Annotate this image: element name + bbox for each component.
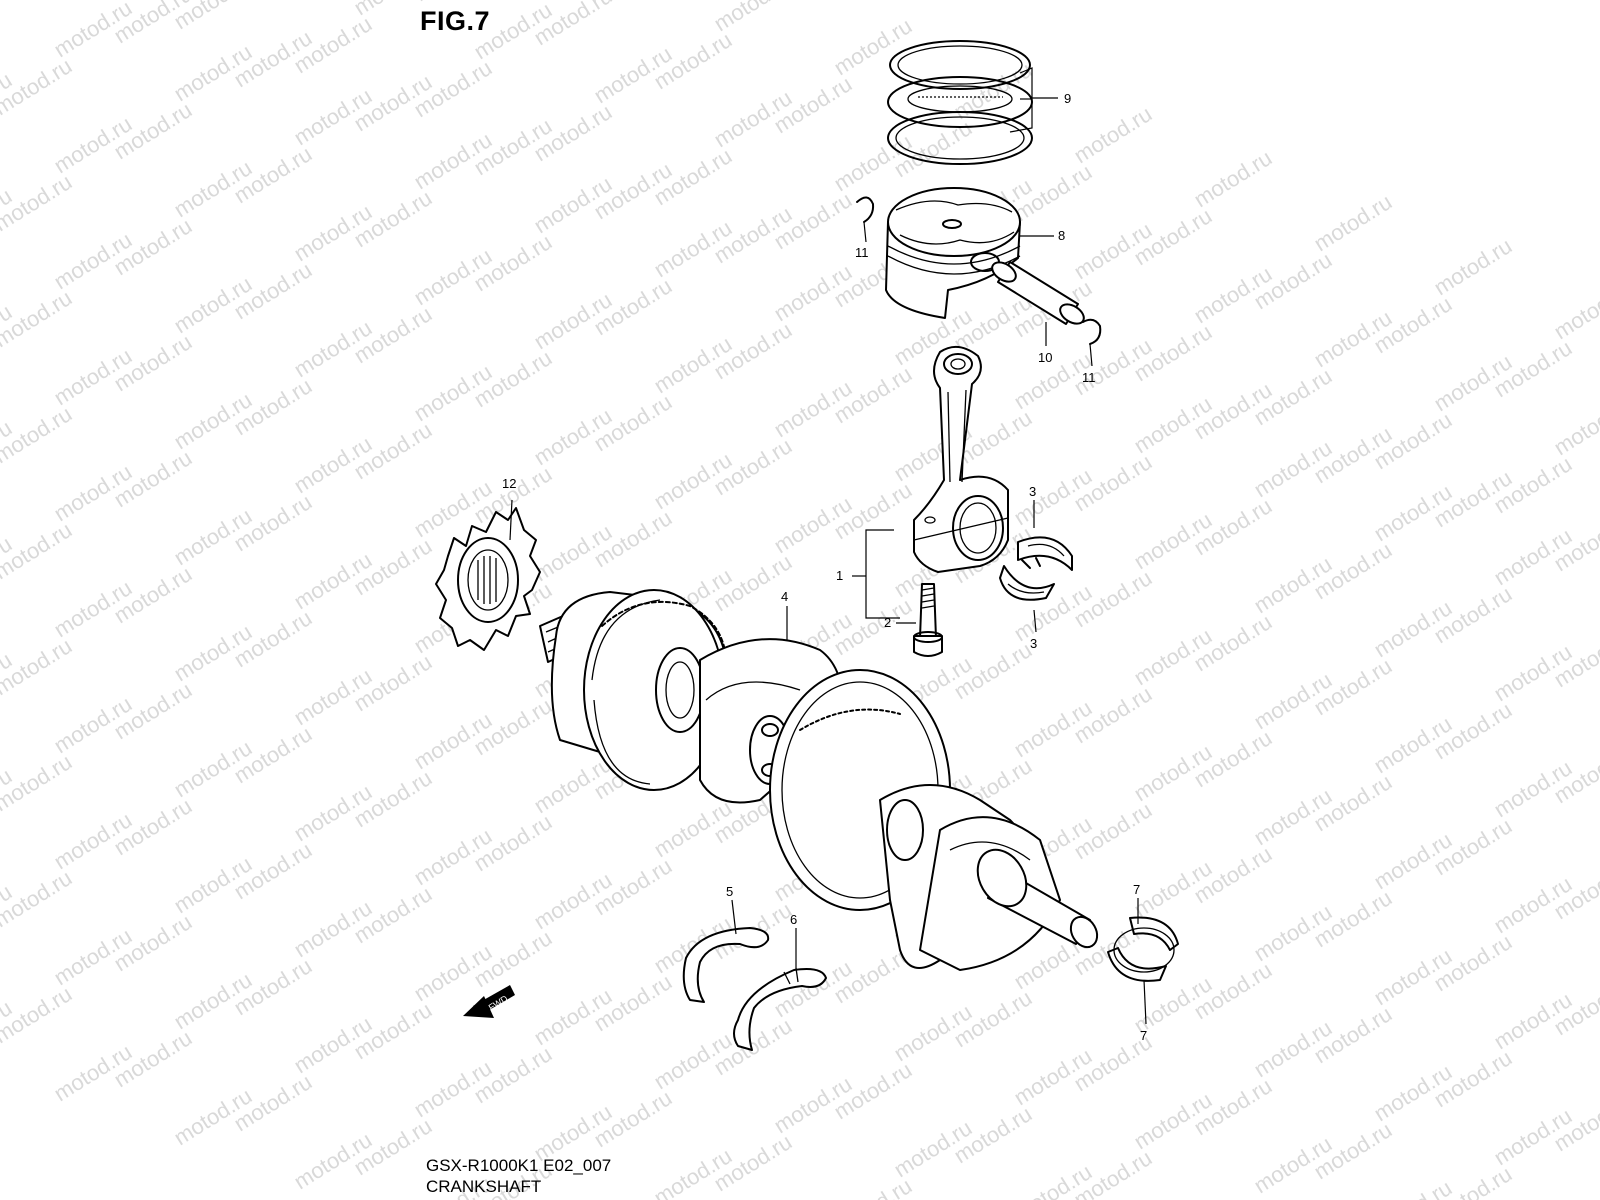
callout-11-upper: 11: [855, 245, 869, 260]
callout-8: 8: [1058, 228, 1065, 243]
leader-lines: [509, 67, 1147, 1025]
connecting-rod: [913, 345, 1009, 573]
conrod-bolt: [913, 583, 943, 657]
fwd-direction-arrow: FWD: [463, 985, 515, 1018]
conrod-bearings: [999, 536, 1073, 601]
section-name: CRANKSHAFT: [426, 1177, 542, 1196]
crankshaft: [539, 589, 1099, 971]
callout-7-lower: 7: [1140, 1028, 1147, 1043]
callout-1: 1: [836, 568, 843, 583]
callout-4: 4: [781, 589, 788, 604]
callout-10: 10: [1038, 350, 1052, 365]
thrust-washer-5: [682, 927, 770, 1003]
timing-sprocket: [435, 507, 541, 651]
callout-5: 5: [726, 884, 733, 899]
callout-11-lower: 11: [1082, 370, 1096, 385]
piston: [885, 187, 1021, 319]
callout-12: 12: [502, 476, 516, 491]
callout-2: 2: [884, 615, 891, 630]
thrust-washer-6: [733, 967, 827, 1051]
piston-pin: [991, 261, 1085, 325]
model-code: GSX-R1000K1 E02_007: [426, 1156, 612, 1175]
circlip-lower: [1082, 318, 1102, 345]
callout-7-upper: 7: [1133, 882, 1140, 897]
callout-numbers: 9 8 11 10 11 12 3 1 4 2 3 5 6 7 7: [502, 91, 1147, 1043]
callout-6: 6: [790, 912, 797, 927]
circlip-upper: [856, 196, 875, 223]
crankshaft-bearings: [1107, 916, 1179, 982]
piston-rings: [887, 40, 1033, 165]
figure-title: FIG.7: [420, 6, 491, 36]
callout-3-lower: 3: [1030, 636, 1037, 651]
callout-3-upper: 3: [1029, 484, 1036, 499]
callout-9: 9: [1064, 91, 1071, 106]
